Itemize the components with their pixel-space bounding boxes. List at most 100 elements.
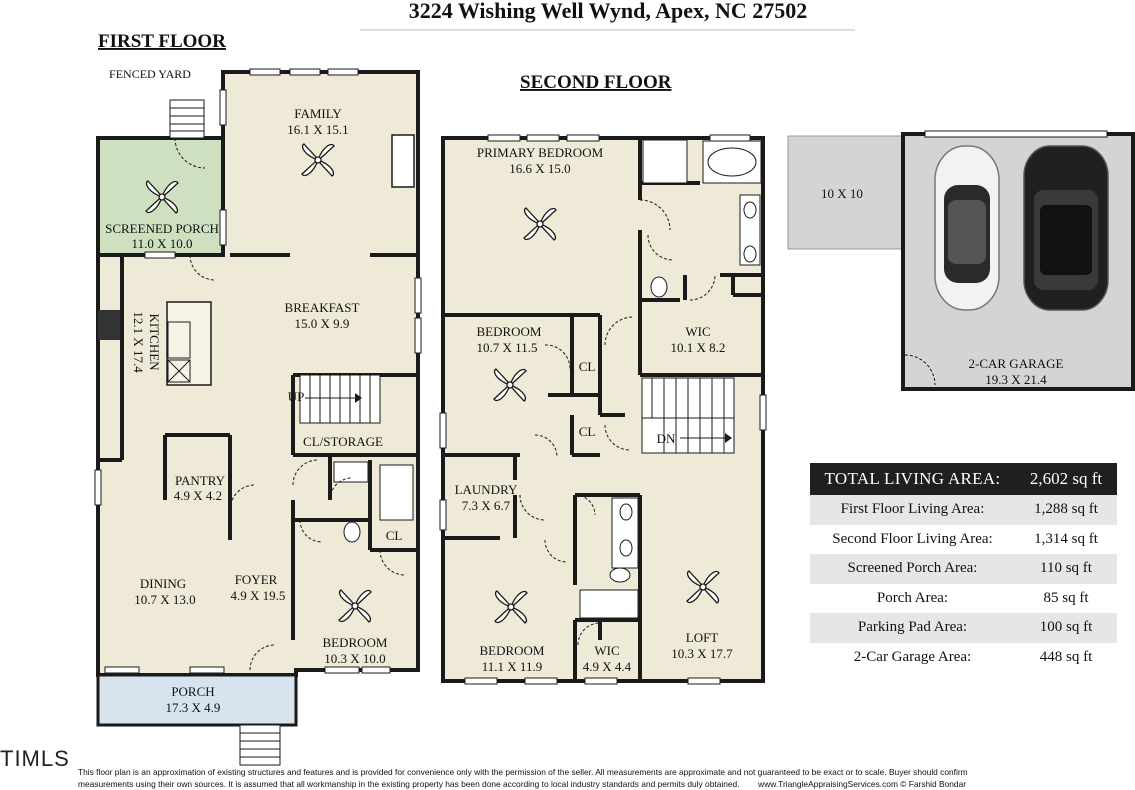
- room-family-name: FAMILY: [294, 106, 342, 121]
- area-row-label: Parking Pad Area:: [857, 619, 968, 636]
- area-row-value: 1,314 sq ft: [1034, 530, 1098, 547]
- room-screened-porch-dims: 11.0 X 10.0: [132, 236, 193, 251]
- room-wic-name: WIC: [594, 643, 619, 658]
- kitchen-island: [166, 301, 212, 386]
- area-row: Screened Porch Area: 110 sq ft: [810, 554, 1117, 584]
- front-porch-area: [96, 673, 298, 727]
- disclaimer: This floor plan is an approximation of e…: [78, 766, 1135, 790]
- area-row-label: Porch Area:: [876, 589, 949, 606]
- fans-second-floor: [493, 207, 720, 624]
- mls-watermark: TIMLS: [0, 746, 70, 771]
- closet-label-2: CL: [579, 424, 596, 439]
- area-row: First Floor Living Area: 1,288 sq ft: [810, 495, 1117, 525]
- shower: [642, 139, 688, 184]
- toilet: [650, 276, 668, 298]
- area-row-value: 100 sq ft: [1039, 619, 1093, 636]
- disclaimer-line-1: This floor plan is an approximation of e…: [78, 767, 968, 777]
- first-floor-title: FIRST FLOOR: [98, 31, 226, 52]
- area-row-label: First Floor Living Area:: [840, 501, 985, 518]
- room-foyer-dims: 4.9 X 19.5: [231, 588, 286, 603]
- room-wic-dims: 4.9 X 4.4: [583, 659, 632, 674]
- disclaimer-text: measurements using their own sources. It…: [78, 779, 740, 789]
- ceiling-fan-icon: [145, 180, 179, 214]
- room-laundry-dims: 7.3 X 6.7: [462, 498, 511, 513]
- parking-pad: [787, 135, 905, 250]
- first-floor-windows: [94, 68, 422, 674]
- closet-label: CL: [386, 528, 403, 543]
- ceiling-fan-icon: [523, 207, 557, 241]
- room-bedroom3-name: BEDROOM: [479, 643, 544, 658]
- room-bedroom2-name: BEDROOM: [476, 324, 541, 339]
- area-row-label: 2-Car Garage Area:: [853, 648, 972, 665]
- area-row-value: 448 sq ft: [1039, 648, 1093, 665]
- total-living-area-value: 2,602 sq ft: [1029, 469, 1103, 488]
- address-title: 3224 Wishing Well Wynd, Apex, NC 27502: [409, 0, 808, 23]
- second-floor-walls: [443, 138, 763, 681]
- garage-plan: 10 X 10 2-CAR GARAGE 19.3 X 21.4: [787, 130, 1135, 391]
- room-dining-dims: 10.7 X 13.0: [134, 592, 195, 607]
- total-living-area-row: TOTAL LIVING AREA: 2,602 sq ft: [810, 463, 1117, 495]
- area-row-value: 110 sq ft: [1040, 560, 1092, 577]
- room-primary-bedroom-name: PRIMARY BEDROOM: [477, 145, 604, 160]
- black-car-icon: [1023, 145, 1109, 311]
- closet-label-1: CL: [579, 359, 596, 374]
- powder-sink: [333, 461, 369, 483]
- room-pantry-name: PANTRY: [175, 473, 226, 488]
- second-floor-title: SECOND FLOOR: [520, 72, 672, 93]
- range-cooktop: [98, 310, 120, 340]
- room-porch-name: PORCH: [171, 684, 214, 699]
- second-floor-doors: [519, 199, 716, 646]
- stairs-down-label: DN: [657, 431, 676, 446]
- ceiling-fan-icon: [301, 143, 335, 177]
- ceiling-fan-icon: [493, 368, 527, 402]
- room-pantry-dims: 4.9 X 4.2: [174, 488, 222, 503]
- room-bedroom2-dims: 10.7 X 11.5: [477, 340, 538, 355]
- room-wic-primary-dims: 10.1 X 8.2: [671, 340, 726, 355]
- room-dining-name: DINING: [140, 576, 186, 591]
- room-kitchen-dims: 12.1 X 17.4: [131, 311, 146, 373]
- yard-steps: [169, 99, 205, 139]
- fireplace: [391, 134, 415, 188]
- room-family-dims: 16.1 X 15.1: [287, 122, 348, 137]
- room-porch-dims: 17.3 X 4.9: [166, 700, 221, 715]
- garage-door: [924, 130, 1108, 138]
- stairs-up-label: UP: [288, 389, 305, 404]
- kitchen-sink: [167, 321, 191, 359]
- room-screened-porch-name: SCREENED PORCH: [105, 221, 219, 236]
- water-heater: [379, 464, 414, 521]
- garage-name: 2-CAR GARAGE: [969, 356, 1064, 371]
- room-loft-dims: 10.3 X 17.7: [671, 646, 733, 661]
- area-row-value: 1,288 sq ft: [1034, 501, 1098, 518]
- room-primary-bedroom-dims: 16.6 X 15.0: [509, 161, 570, 176]
- toilet: [343, 521, 361, 543]
- area-row-label: Screened Porch Area:: [847, 560, 978, 577]
- second-floor-labels: PRIMARY BEDROOM 16.6 X 15.0 BEDROOM 10.7…: [455, 145, 734, 674]
- credit-text: www.TriangleAppraisingServices.com © Far…: [758, 779, 967, 789]
- room-loft-name: LOFT: [686, 630, 719, 645]
- second-floor-windows: [439, 134, 767, 685]
- first-floor-labels: FAMILY 16.1 X 15.1 SCREENED PORCH 11.0 X…: [105, 106, 402, 715]
- ceiling-fan-icon: [494, 590, 528, 624]
- area-row-value: 85 sq ft: [1043, 589, 1089, 606]
- room-bedroom1-name: BEDROOM: [322, 635, 387, 650]
- garage-dims: 19.3 X 21.4: [985, 372, 1047, 387]
- room-breakfast-name: BREAKFAST: [285, 300, 360, 315]
- disclaimer-line-2: measurements using their own sources. It…: [78, 778, 1135, 790]
- area-row: Parking Pad Area: 100 sq ft: [810, 613, 1117, 643]
- front-steps: [239, 724, 281, 766]
- room-wic-primary-name: WIC: [685, 324, 710, 339]
- room-laundry-name: LAUNDRY: [455, 482, 518, 497]
- room-bedroom1-dims: 10.3 X 10.0: [324, 651, 385, 666]
- hall-tub: [579, 589, 639, 619]
- first-floor-doors: [174, 137, 406, 671]
- ceiling-fan-icon: [686, 570, 720, 604]
- parking-pad-dims: 10 X 10: [821, 186, 863, 201]
- white-car-icon: [934, 145, 1000, 311]
- fenced-yard-label: FENCED YARD: [109, 67, 191, 81]
- ceiling-fan-icon: [338, 589, 372, 623]
- area-summary-table: TOTAL LIVING AREA: 2,602 sq ft First Flo…: [810, 463, 1117, 672]
- room-kitchen-name: KITCHEN: [147, 313, 162, 371]
- dishwasher: [167, 359, 191, 383]
- fans-first-floor: [145, 143, 372, 623]
